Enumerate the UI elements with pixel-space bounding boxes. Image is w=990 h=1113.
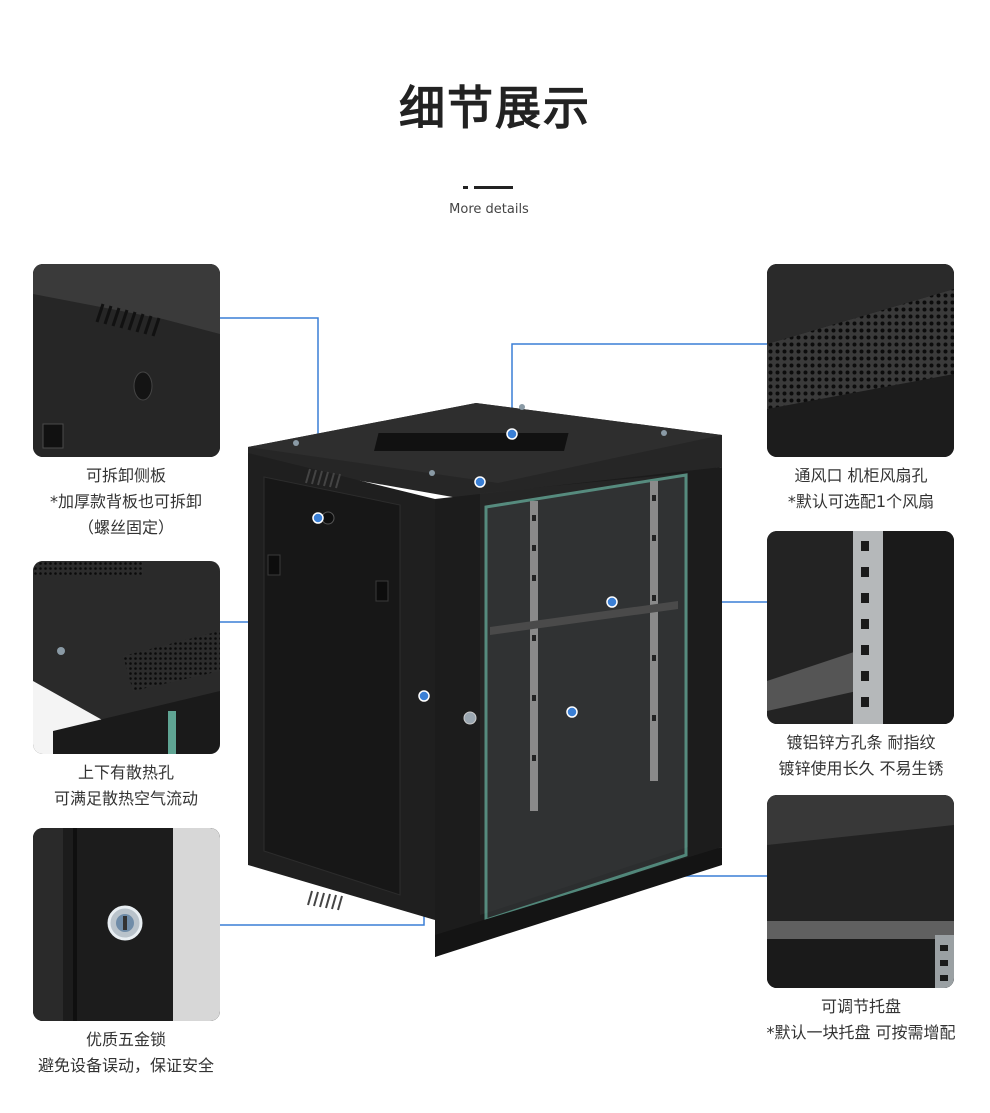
caption-lock: 优质五金锁 避免设备误动，保证安全 <box>6 1027 246 1079</box>
caption-line: 上下有散热孔 <box>77 763 174 782</box>
caption-line: 可拆卸侧板 <box>85 466 166 485</box>
detail-image-top-vent <box>767 264 954 457</box>
caption-line: 优质五金锁 <box>85 1030 166 1049</box>
caption-line: *默认可选配1个风扇 <box>787 492 935 511</box>
caption-line: *默认一块托盘 可按需增配 <box>766 1023 956 1042</box>
caption-line: 通风口 机柜风扇孔 <box>794 466 928 485</box>
caption-line: 避免设备误动，保证安全 <box>37 1056 214 1075</box>
detail-image-tray <box>767 795 954 988</box>
page-subtitle: More details <box>449 202 529 217</box>
caption-tray: 可调节托盘 *默认一块托盘 可按需增配 <box>741 994 981 1046</box>
detail-image-side-panel <box>33 264 220 457</box>
caption-line: （螺丝固定） <box>77 518 174 537</box>
caption-line: 可调节托盘 <box>820 997 901 1016</box>
caption-side-panel: 可拆卸侧板 *加厚款背板也可拆卸 （螺丝固定） <box>6 463 246 541</box>
caption-rack-rail: 镀铝锌方孔条 耐指纹 镀锌使用长久 不易生锈 <box>741 730 981 782</box>
title-divider-line <box>474 186 513 189</box>
title-divider-dot <box>463 186 468 189</box>
leader-top-vent <box>511 343 768 434</box>
cabinet-product-image <box>248 403 722 957</box>
caption-line: 镀锌使用长久 不易生锈 <box>778 759 944 778</box>
caption-line: 可满足散热空气流动 <box>53 789 198 808</box>
caption-line: *加厚款背板也可拆卸 <box>49 492 202 511</box>
caption-top-vent: 通风口 机柜风扇孔 *默认可选配1个风扇 <box>741 463 981 515</box>
detail-image-rack-rail <box>767 531 954 724</box>
detail-image-vent-holes <box>33 561 220 754</box>
caption-line: 镀铝锌方孔条 耐指纹 <box>786 733 936 752</box>
caption-vent-holes: 上下有散热孔 可满足散热空气流动 <box>6 760 246 812</box>
page-title: 细节展示 <box>399 81 591 135</box>
detail-image-lock <box>33 828 220 1021</box>
